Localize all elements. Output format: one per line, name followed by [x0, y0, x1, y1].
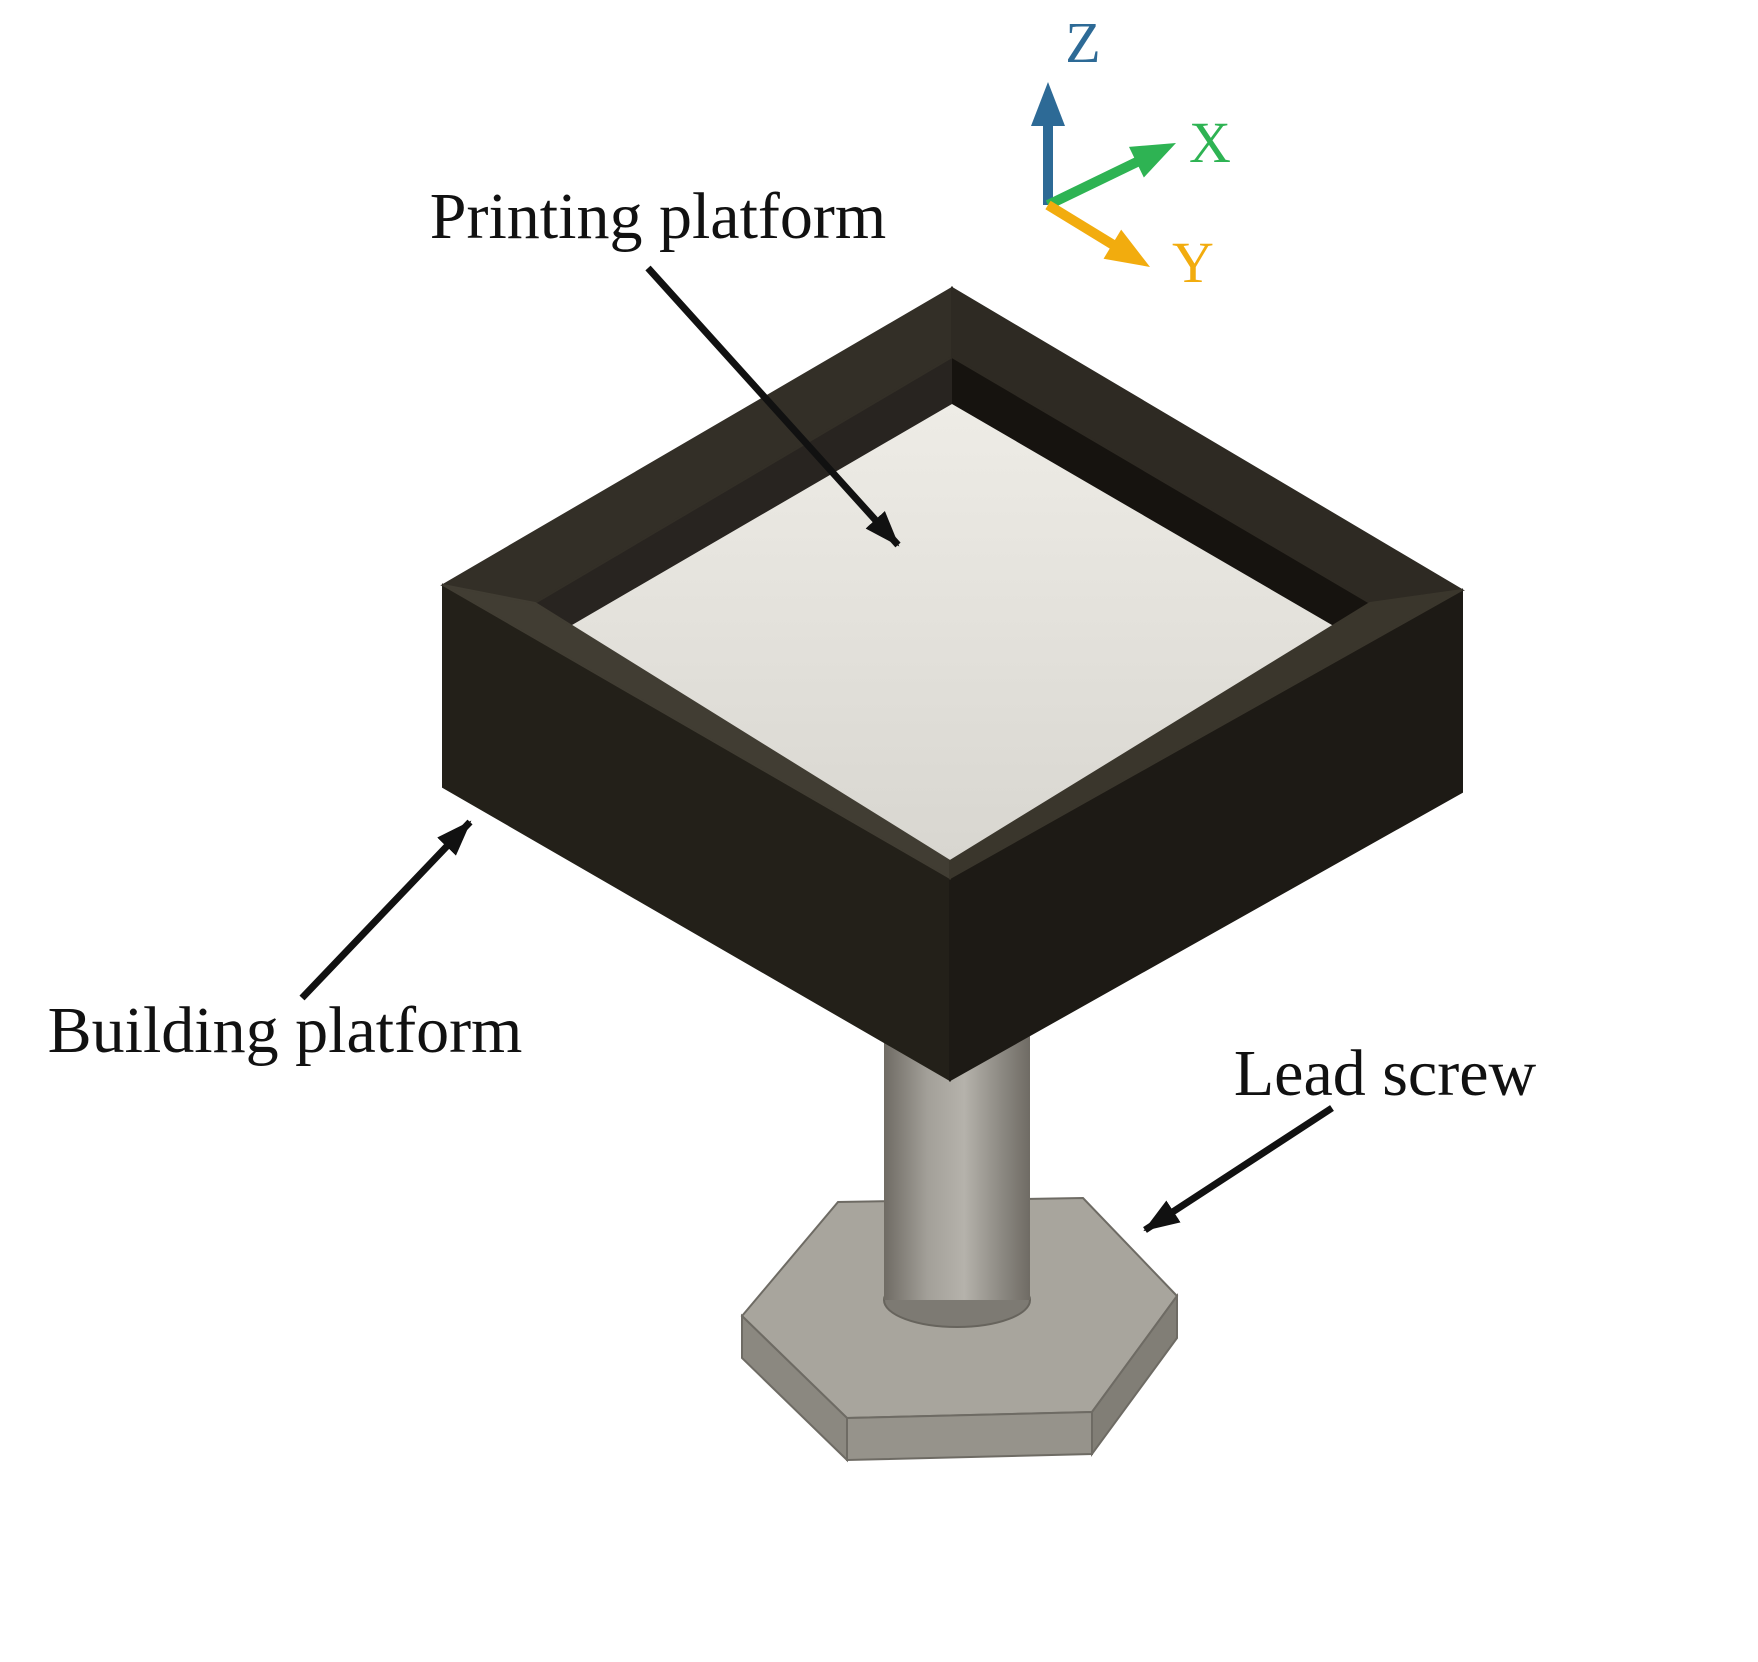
y-axis-label: Y	[1172, 230, 1214, 295]
y-axis-line	[1045, 200, 1123, 254]
lead-screw-arrow	[1143, 1105, 1334, 1233]
lead-screw-label: Lead screw	[1234, 1037, 1537, 1110]
z-axis-arrowhead	[1031, 82, 1065, 126]
box-rim-front-right	[949, 589, 1463, 880]
x-axis-label: X	[1189, 110, 1231, 175]
building-platform-arrow	[299, 819, 473, 1001]
printing-platform-label: Printing platform	[430, 180, 886, 253]
annotation-arrows	[299, 265, 1334, 1233]
coordinate-axes: Z X Y	[1031, 10, 1231, 295]
building-platform-label: Building platform	[48, 994, 523, 1067]
box-inner-back-right-wall	[952, 350, 1372, 632]
y-axis-arrowhead	[1103, 229, 1150, 267]
x-axis-arrowhead	[1128, 143, 1176, 178]
z-axis-label: Z	[1065, 10, 1100, 75]
x-axis-line	[1045, 154, 1146, 210]
hex-nut-front-side	[846, 1410, 1093, 1462]
hex-nut-right-side	[1091, 1292, 1178, 1458]
building-platform-box	[440, 286, 1465, 1082]
printing-platform-arrow	[645, 265, 901, 548]
box-inner-back-left-wall	[530, 350, 952, 632]
